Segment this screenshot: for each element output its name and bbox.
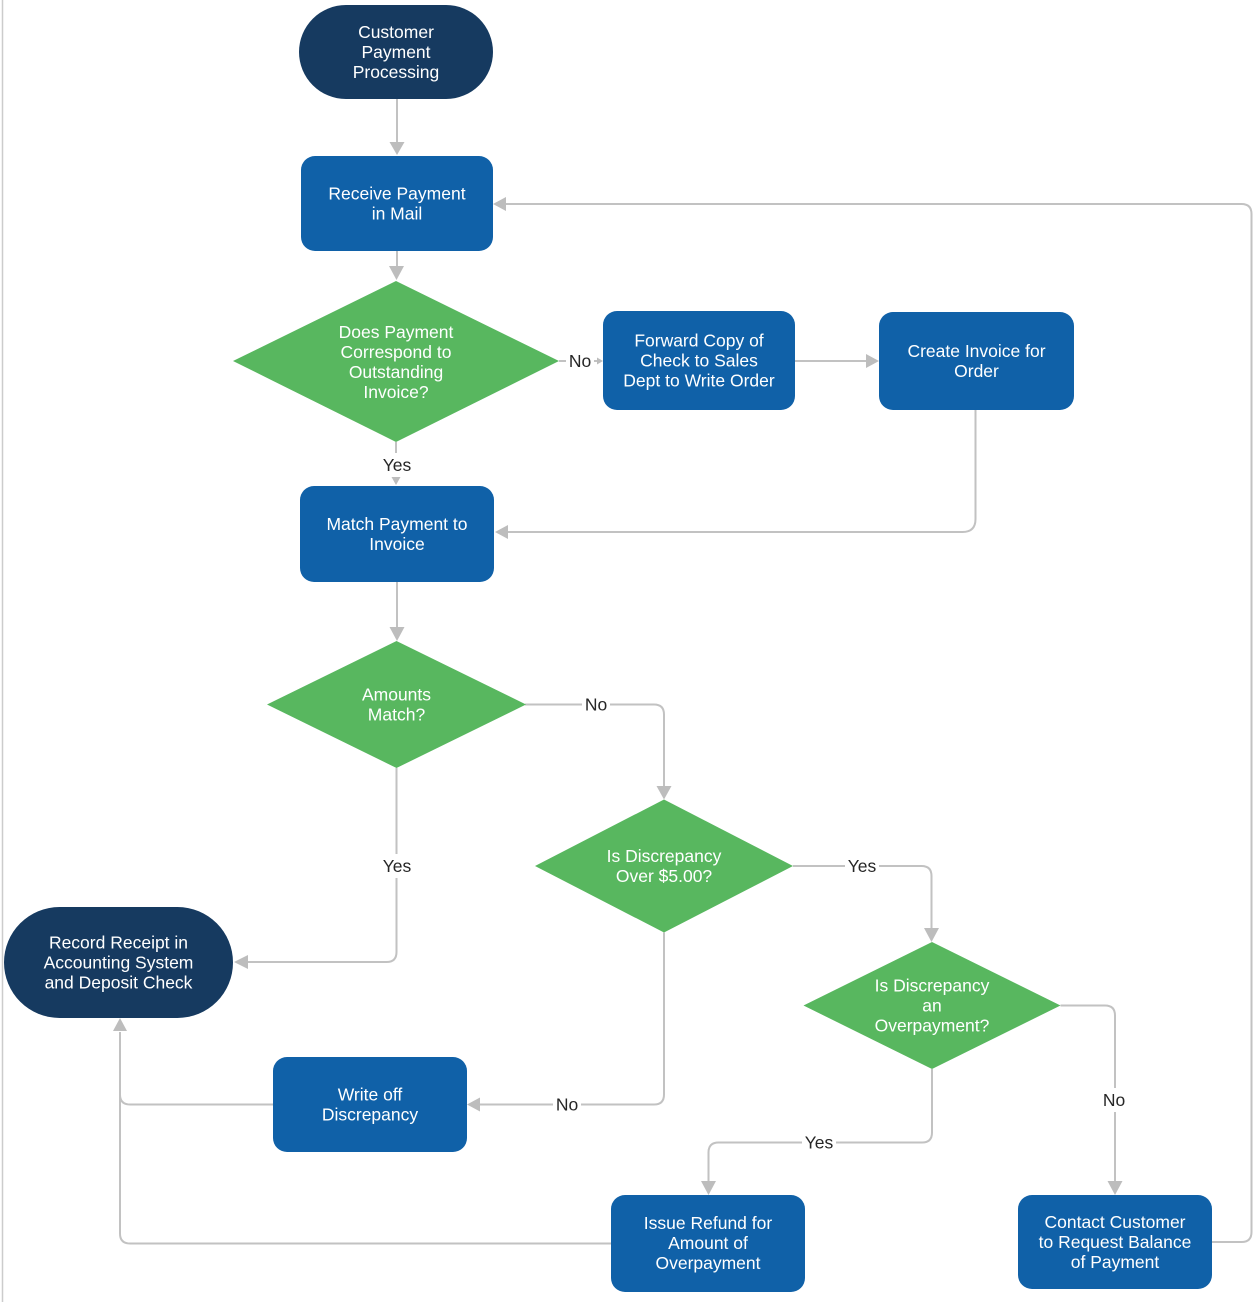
svg-text:Processing: Processing: [353, 62, 440, 82]
svg-text:an: an: [922, 996, 941, 1016]
svg-text:Check to Sales: Check to Sales: [640, 351, 758, 371]
svg-text:Contact Customer: Contact Customer: [1044, 1212, 1185, 1232]
svg-text:Amount of: Amount of: [668, 1233, 748, 1253]
svg-text:Create Invoice for: Create Invoice for: [907, 341, 1045, 361]
svg-text:Is Discrepancy: Is Discrepancy: [607, 846, 722, 866]
svg-text:Yes: Yes: [848, 856, 877, 876]
svg-text:Yes: Yes: [383, 856, 412, 876]
svg-text:Accounting System: Accounting System: [44, 953, 194, 973]
svg-text:Forward Copy of: Forward Copy of: [634, 331, 763, 351]
svg-text:Amounts: Amounts: [362, 685, 431, 705]
svg-text:Over $5.00?: Over $5.00?: [616, 866, 713, 886]
svg-text:Invoice?: Invoice?: [363, 382, 428, 402]
svg-text:Discrepancy: Discrepancy: [322, 1105, 419, 1125]
svg-text:No: No: [556, 1095, 578, 1115]
svg-text:Is Discrepancy: Is Discrepancy: [875, 976, 990, 996]
svg-text:Match?: Match?: [368, 705, 426, 725]
svg-text:Yes: Yes: [383, 455, 412, 475]
svg-text:to Request Balance: to Request Balance: [1039, 1232, 1192, 1252]
svg-text:Payment: Payment: [361, 42, 430, 62]
svg-text:Receive Payment: Receive Payment: [328, 184, 465, 204]
svg-text:in Mail: in Mail: [372, 204, 423, 224]
svg-text:Dept to Write Order: Dept to Write Order: [623, 371, 775, 391]
svg-text:Write off: Write off: [338, 1085, 403, 1105]
svg-text:No: No: [1103, 1090, 1125, 1110]
svg-text:No: No: [585, 695, 607, 715]
svg-text:and Deposit Check: and Deposit Check: [45, 973, 193, 993]
svg-text:Overpayment: Overpayment: [655, 1253, 760, 1273]
svg-text:Record Receipt in: Record Receipt in: [49, 933, 188, 953]
svg-text:Customer: Customer: [358, 22, 434, 42]
svg-text:Issue Refund for: Issue Refund for: [644, 1213, 773, 1233]
svg-text:Does Payment: Does Payment: [339, 322, 454, 342]
svg-text:Yes: Yes: [805, 1133, 834, 1153]
svg-text:of Payment: of Payment: [1071, 1252, 1160, 1272]
svg-text:Match Payment to: Match Payment to: [326, 514, 467, 534]
svg-text:Outstanding: Outstanding: [349, 362, 443, 382]
svg-text:No: No: [569, 351, 591, 371]
svg-text:Order: Order: [954, 361, 999, 381]
svg-text:Correspond to: Correspond to: [341, 342, 452, 362]
svg-text:Overpayment?: Overpayment?: [875, 1016, 990, 1036]
svg-text:Invoice: Invoice: [369, 534, 424, 554]
